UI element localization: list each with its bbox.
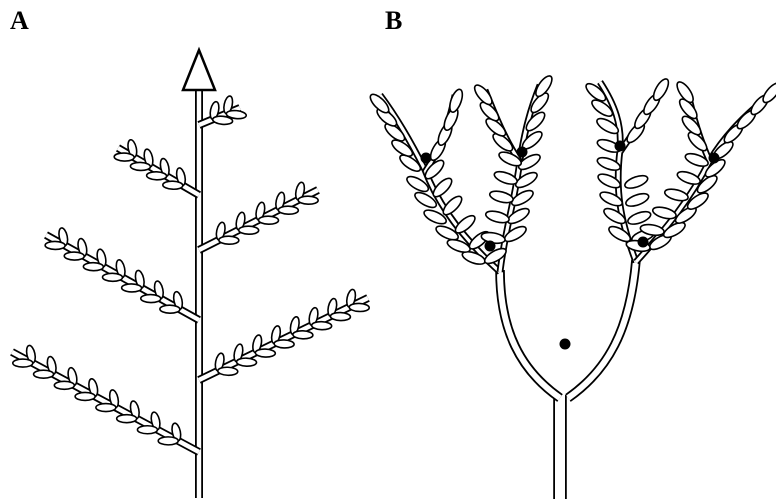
leaf: [624, 191, 650, 209]
apex-arrow-icon: [183, 50, 215, 90]
leaf: [255, 349, 275, 358]
leaf: [293, 330, 313, 339]
leaf: [146, 171, 166, 180]
leaf: [489, 189, 515, 205]
meristem-dot-icon: [485, 241, 496, 252]
leaf: [141, 294, 161, 302]
leaf: [258, 216, 278, 224]
leaf: [13, 359, 33, 367]
leaf: [114, 153, 134, 162]
leaf: [218, 367, 238, 376]
leaf: [83, 263, 103, 271]
leaf: [45, 241, 65, 249]
meristem-dot-icon: [421, 153, 432, 164]
leaf: [219, 236, 239, 244]
leaf: [54, 381, 74, 389]
meristem-dot-icon: [709, 153, 720, 164]
leaf: [117, 415, 137, 423]
leaf: [130, 162, 150, 171]
leaf: [623, 173, 649, 191]
meristem-dot-icon: [517, 147, 528, 158]
leaf: [330, 312, 350, 321]
leaf: [160, 305, 180, 313]
leaf: [298, 196, 318, 204]
leaf: [158, 437, 178, 445]
panel-a-tree: [12, 50, 369, 498]
leaf: [102, 273, 122, 281]
meristem-dot-icon: [638, 237, 649, 248]
leaf: [485, 209, 511, 225]
leaf: [75, 392, 95, 400]
fork-right: [568, 260, 636, 398]
leaf: [349, 303, 369, 312]
leaf: [651, 77, 672, 103]
leaf: [137, 426, 157, 434]
leaf: [652, 205, 678, 221]
leaf: [274, 340, 294, 349]
leaf: [236, 358, 256, 367]
meristem-dot-icon: [560, 339, 571, 350]
panel-b-tree: [367, 73, 776, 499]
leaf: [239, 226, 259, 234]
leaf: [664, 187, 690, 203]
leaf: [64, 252, 84, 260]
leaf: [278, 206, 298, 214]
meristem-dot-icon: [615, 141, 626, 152]
leaf: [96, 404, 116, 412]
leaf: [676, 169, 702, 187]
leaf: [447, 88, 465, 114]
leaf: [163, 181, 183, 190]
leaf: [122, 284, 142, 292]
leaf: [34, 370, 54, 378]
leaf: [312, 321, 332, 330]
leaf: [493, 169, 519, 187]
